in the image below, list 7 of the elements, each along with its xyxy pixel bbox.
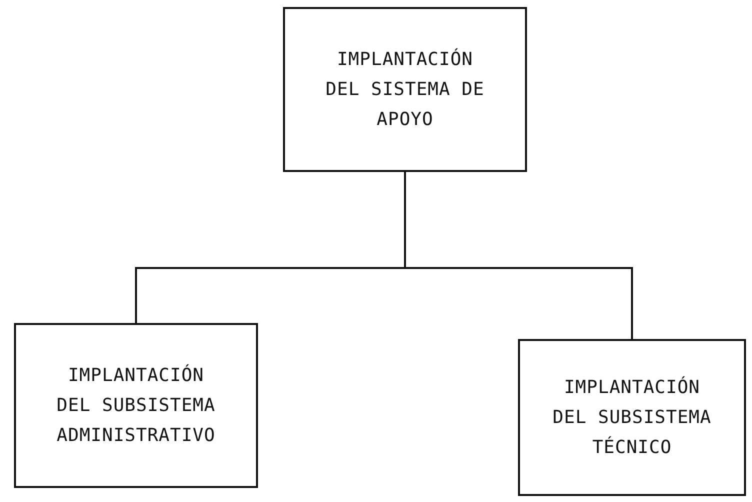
box-label: IMPLANTACIÓN DEL SUBSISTEMA ADMINISTRATIVO <box>56 363 216 448</box>
box-label: IMPLANTACIÓN DEL SISTEMA DE APOYO <box>325 47 485 132</box>
process-box <box>283 7 527 172</box>
connector-line <box>404 172 633 339</box>
box-label: IMPLANTACIÓN DEL SUBSISTEMA TÉCNICO <box>552 375 712 460</box>
process-box <box>518 339 746 496</box>
process-box <box>14 323 258 488</box>
